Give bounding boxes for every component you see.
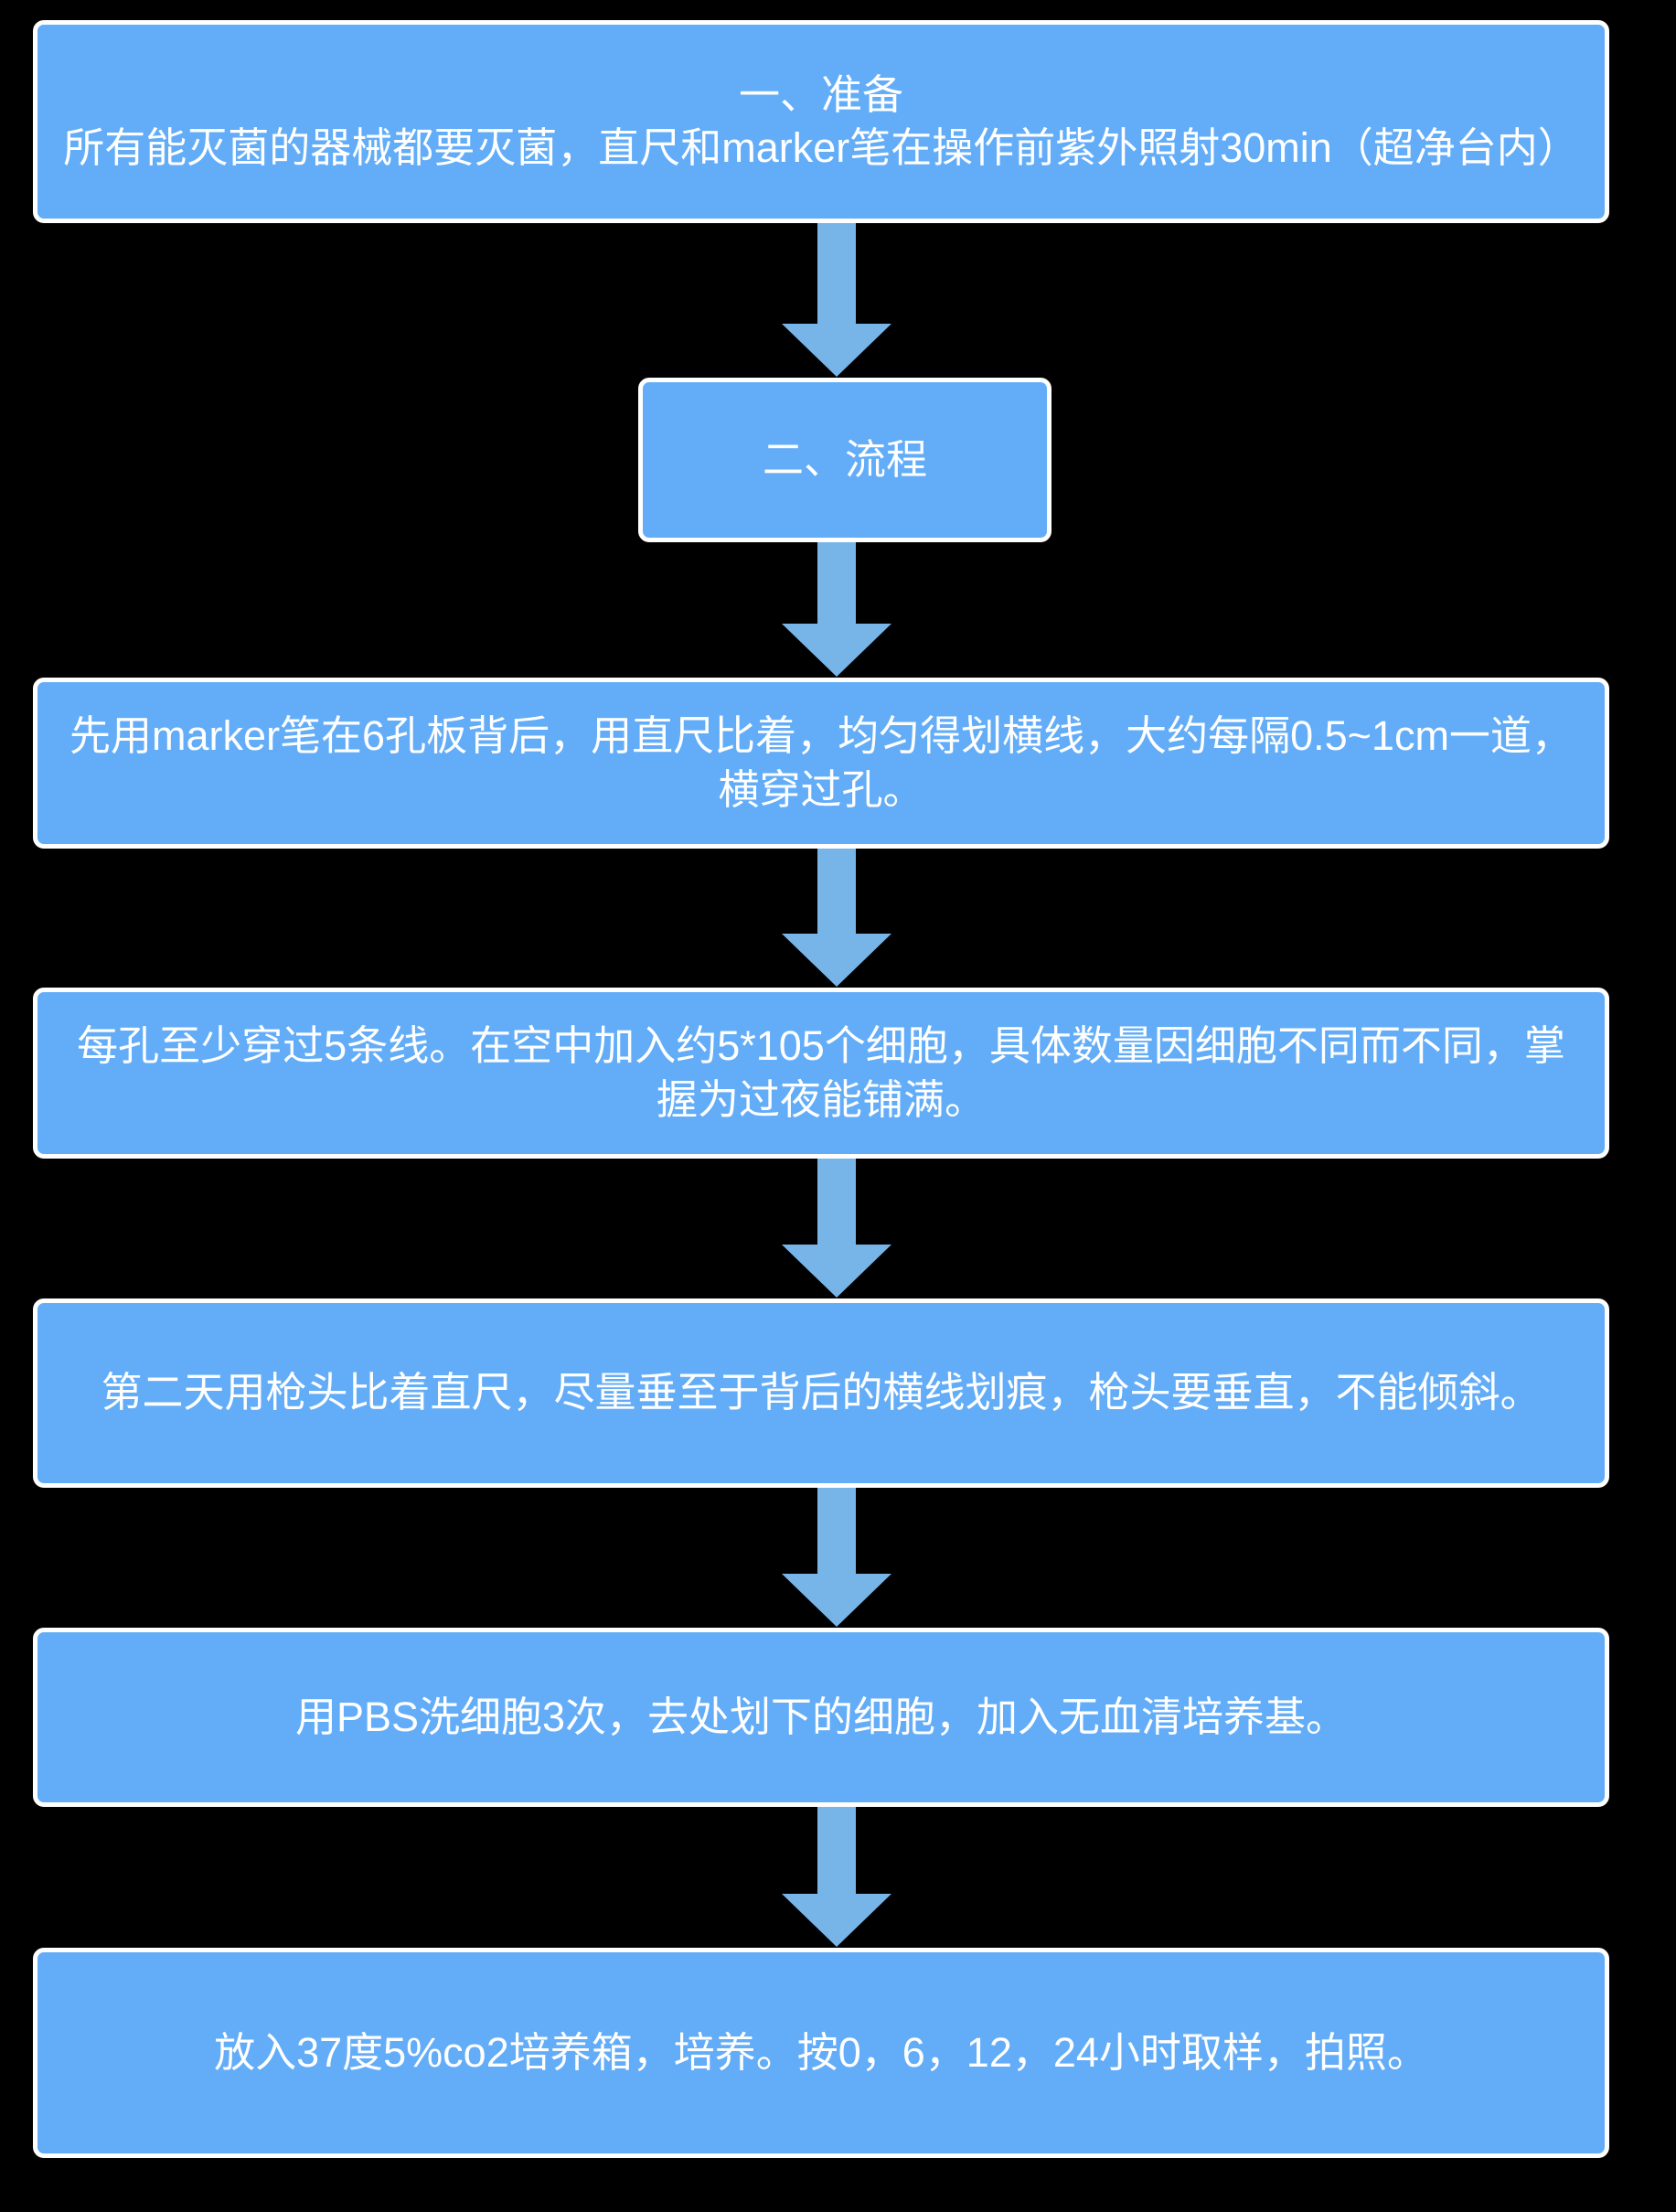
- arrow-shaft: [817, 1488, 856, 1574]
- flow-node-prep[interactable]: 一、准备 所有能灭菌的器械都要灭菌，直尺和marker笔在操作前紫外照射30mi…: [33, 20, 1609, 223]
- flow-node-step3-label: 第二天用枪头比着直尺，尽量垂至于背后的横线划痕，枪头要垂直，不能倾斜。: [101, 1369, 1542, 1416]
- down-arrow-icon-4: [782, 1159, 891, 1298]
- down-arrow-icon-3: [782, 849, 891, 987]
- flow-node-step1-label: 先用marker笔在6孔板背后，用直尺比着，均匀得划横线，大约每隔0.5~1cm…: [69, 712, 1573, 813]
- flow-node-step1[interactable]: 先用marker笔在6孔板背后，用直尺比着，均匀得划横线，大约每隔0.5~1cm…: [33, 678, 1609, 849]
- arrow-shaft: [817, 1807, 856, 1894]
- flow-node-step5[interactable]: 放入37度5%co2培养箱，培养。按0，6，12，24小时取样，拍照。: [33, 1948, 1609, 2158]
- arrow-head: [782, 1245, 891, 1298]
- arrow-head: [782, 1894, 891, 1947]
- flow-node-step4[interactable]: 用PBS洗细胞3次，去处划下的细胞，加入无血清培养基。: [33, 1628, 1609, 1807]
- arrow-shaft: [817, 542, 856, 624]
- arrow-head: [782, 1574, 891, 1627]
- flow-node-prep-label: 一、准备 所有能灭菌的器械都要灭菌，直尺和marker笔在操作前紫外照射30mi…: [63, 70, 1579, 172]
- down-arrow-icon-6: [782, 1807, 891, 1947]
- arrow-shaft: [817, 849, 856, 934]
- flow-node-process-label: 二、流程: [762, 435, 927, 483]
- flow-node-step2-label: 每孔至少穿过5条线。在空中加入约5*105个细胞，具体数量因细胞不同而不同，掌握…: [77, 1022, 1565, 1123]
- arrow-shaft: [817, 1159, 856, 1245]
- arrow-shaft: [817, 223, 856, 324]
- flow-node-step4-label: 用PBS洗细胞3次，去处划下的细胞，加入无血清培养基。: [294, 1693, 1348, 1740]
- down-arrow-icon-2: [782, 542, 891, 677]
- down-arrow-icon-5: [782, 1488, 891, 1627]
- flow-node-step3[interactable]: 第二天用枪头比着直尺，尽量垂至于背后的横线划痕，枪头要垂直，不能倾斜。: [33, 1298, 1609, 1488]
- flow-node-step2[interactable]: 每孔至少穿过5条线。在空中加入约5*105个细胞，具体数量因细胞不同而不同，掌握…: [33, 988, 1609, 1159]
- arrow-head: [782, 934, 891, 987]
- flow-node-process[interactable]: 二、流程: [638, 378, 1052, 542]
- arrow-head: [782, 624, 891, 677]
- arrow-head: [782, 324, 891, 377]
- flow-node-step5-label: 放入37度5%co2培养箱，培养。按0，6，12，24小时取样，拍照。: [214, 2028, 1428, 2076]
- down-arrow-icon-1: [782, 223, 891, 377]
